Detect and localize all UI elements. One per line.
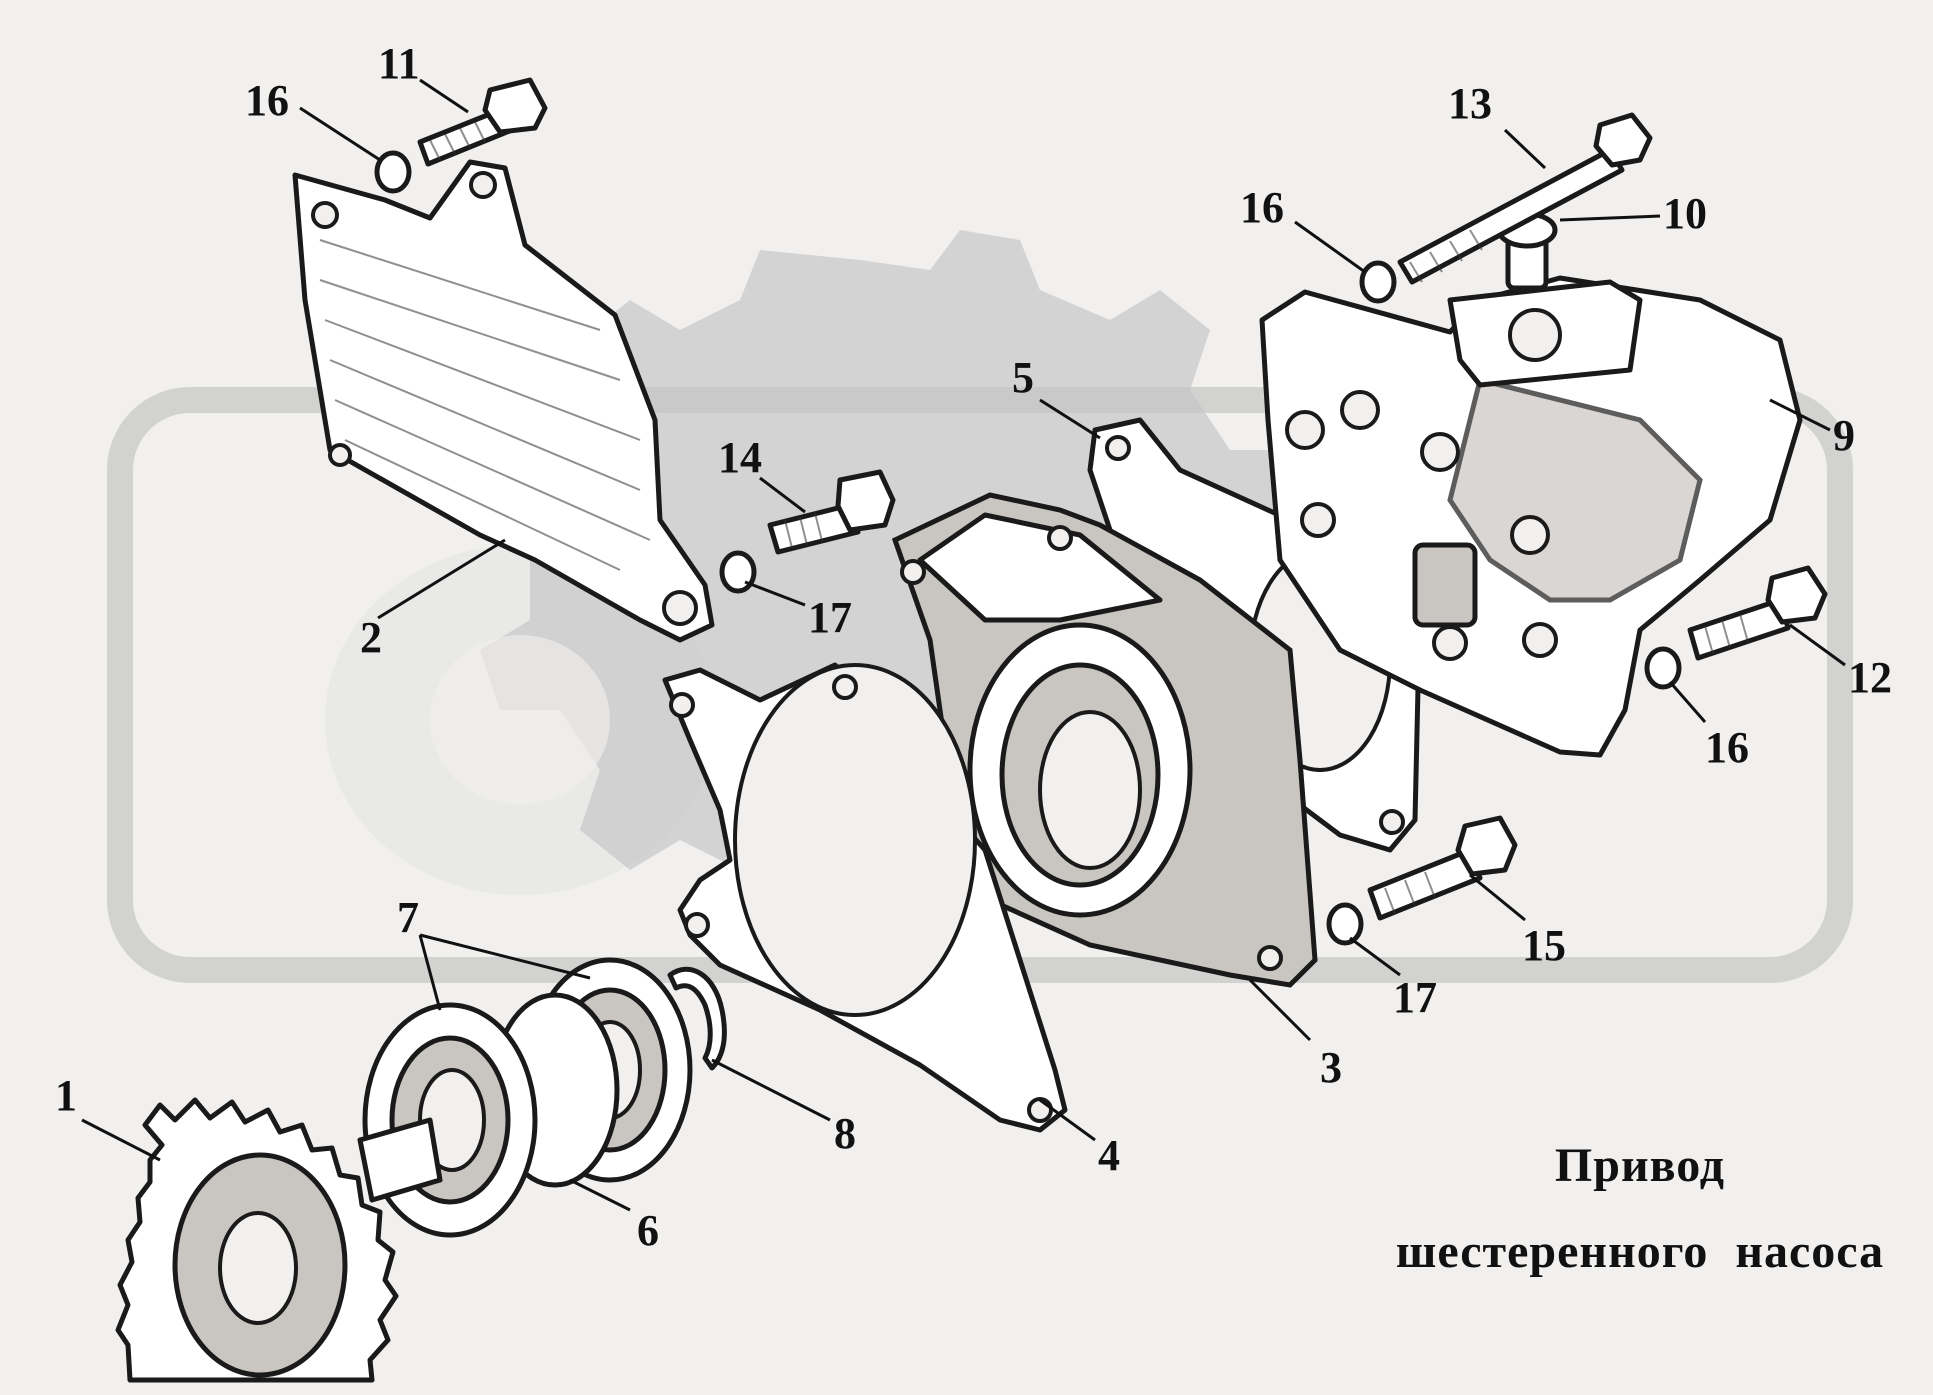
callout-16-right: 16 [1705,723,1749,772]
watermark-letter-o-inner [430,635,610,805]
callout-13: 13 [1448,79,1492,128]
leader-16-top-right [1294,220,1366,274]
callout-11: 11 [378,39,420,88]
callout-7: 7 [397,893,419,942]
callout-6: 6 [637,1206,659,1255]
part-1-gear-shaft [115,1097,443,1383]
leader-11 [419,78,469,114]
leader-3 [1248,978,1312,1042]
callout-5: 5 [1012,353,1034,402]
leader-lines [81,78,1846,1212]
leader-1 [81,1118,161,1162]
leader-14 [759,476,806,514]
part-2-bracket-plate [292,159,715,643]
leader-8 [711,1058,831,1122]
part-15-bolt [1367,815,1518,921]
leader-17-left [744,580,806,607]
part-7-bearing-front [362,1002,538,1238]
callout-12: 12 [1848,653,1892,702]
callout-16-top-right: 16 [1240,183,1284,232]
part-9-pump-body [1259,275,1803,758]
leader-2 [377,538,506,620]
leader-6 [569,1178,631,1212]
callout-14: 14 [718,433,762,482]
callout-16-top-left: 16 [245,76,289,125]
diagram-title-line-2: шестеренного насоса [1395,1225,1885,1278]
leader-13 [1503,128,1547,170]
callout-9: 9 [1833,411,1855,460]
part-14-bolt [767,469,896,555]
callout-3: 3 [1320,1043,1342,1092]
callout-15: 15 [1522,921,1566,970]
part-17-washer-right [1326,902,1364,946]
part-16-washer-right [1644,646,1682,690]
leader-5 [1039,398,1101,440]
part-17-washer-left [719,550,757,594]
callout-1: 1 [55,1071,77,1120]
leader-17-right [1349,936,1401,977]
leader-12 [1789,623,1846,667]
leader-15 [1469,873,1526,922]
part-16-washer-top-right [1359,260,1397,304]
callout-2: 2 [360,613,382,662]
leader-16-right [1668,681,1707,723]
leader-7-b [419,933,591,980]
leader-9 [1769,398,1831,432]
callout-10: 10 [1663,189,1707,238]
part-16-washer-top-left [374,150,412,194]
leader-4 [1039,1098,1096,1142]
part-3-housing [891,492,1318,988]
callout-4: 4 [1098,1131,1120,1180]
callout-17-left: 17 [808,593,852,642]
watermark-logo [107,230,1853,983]
part-11-bolt [417,77,548,167]
part-4-gasket [662,662,1068,1133]
leader-16-top-left [299,106,381,162]
part-8-snap-ring [667,966,727,1071]
diagram-title-line-1: Привод [1554,1139,1726,1192]
part-13-bolt [1397,112,1653,285]
callout-8: 8 [834,1109,856,1158]
callout-17-right: 17 [1393,973,1437,1022]
callout-labels: 11 16 13 16 10 5 9 14 17 2 12 16 15 17 3… [55,39,1892,1255]
leader-7-a [418,934,442,1011]
part-12-bolt [1687,565,1828,661]
leader-10 [1559,214,1661,222]
